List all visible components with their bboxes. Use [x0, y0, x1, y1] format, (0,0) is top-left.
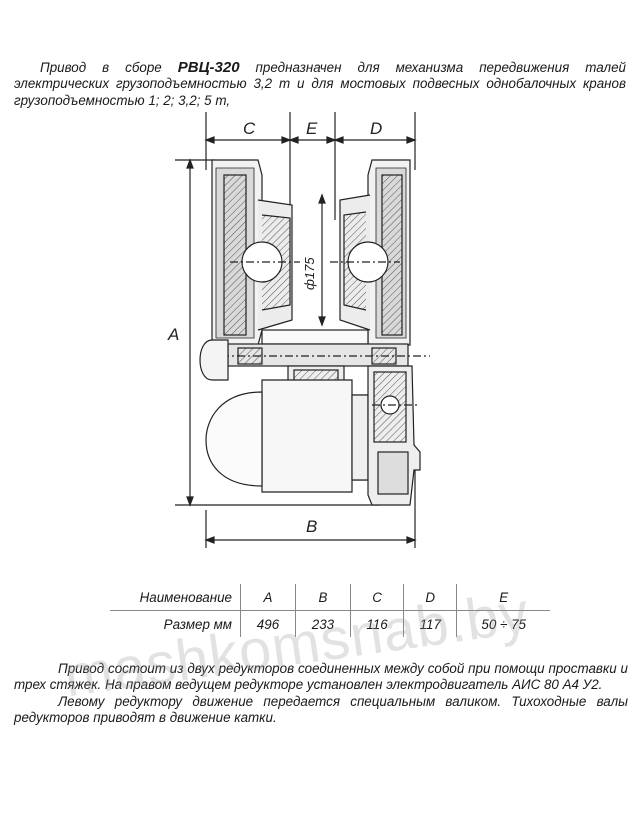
table-header-cell: E	[456, 584, 550, 611]
dimension-diameter	[318, 193, 326, 327]
assembly-drawing: C E D A ф175 B	[167, 112, 430, 548]
dimension-a	[175, 158, 380, 507]
connecting-shaft	[199, 329, 430, 391]
model-name: РВЦ-320	[177, 59, 240, 76]
intro-paragraph: Привод в сборе РВЦ-320 предназначен для …	[14, 59, 626, 109]
dim-label-d: D	[370, 119, 382, 138]
intro-prefix: Привод в сборе	[40, 60, 178, 75]
dimensions-table: Наименование A B C D E Размер мм 496 233…	[110, 584, 550, 637]
table-header-row: Наименование A B C D E	[110, 584, 550, 611]
motor-reducer	[367, 365, 421, 506]
table-header-cell: A	[240, 584, 296, 611]
table-cell: 117	[403, 610, 457, 637]
table-header-cell: Наименование	[110, 584, 241, 611]
description-text: Привод состоит из двух редукторов соедин…	[14, 661, 628, 727]
description-paragraph-2: Левому редуктору движение передается спе…	[14, 693, 628, 726]
table-cell: 496	[240, 610, 296, 637]
table-row: Размер мм 496 233 116 117 50 ÷ 75	[110, 610, 550, 637]
electric-motor	[205, 379, 369, 493]
table-header-cell: D	[403, 584, 457, 611]
dim-label-a: A	[167, 325, 179, 344]
right-reducer	[330, 159, 411, 346]
table-cell: Размер мм	[163, 616, 232, 632]
dim-label-e: E	[306, 119, 318, 138]
table-cell: 116	[349, 610, 404, 637]
intro-text: предназначен для механизма передвижения …	[14, 60, 626, 108]
dim-label-diameter: ф175	[302, 257, 317, 290]
table-header-cell: C	[349, 584, 404, 611]
table-cell: 233	[294, 610, 351, 637]
top-dimensions	[204, 112, 417, 220]
dimension-b	[204, 470, 417, 548]
table-header-cell: B	[294, 584, 351, 611]
table-cell: 50 ÷ 75	[456, 610, 550, 637]
dim-label-b: B	[306, 517, 317, 536]
dim-label-c: C	[243, 119, 256, 138]
left-reducer	[211, 159, 300, 346]
description-paragraph-1: Привод состоит из двух редукторов соедин…	[14, 661, 628, 693]
